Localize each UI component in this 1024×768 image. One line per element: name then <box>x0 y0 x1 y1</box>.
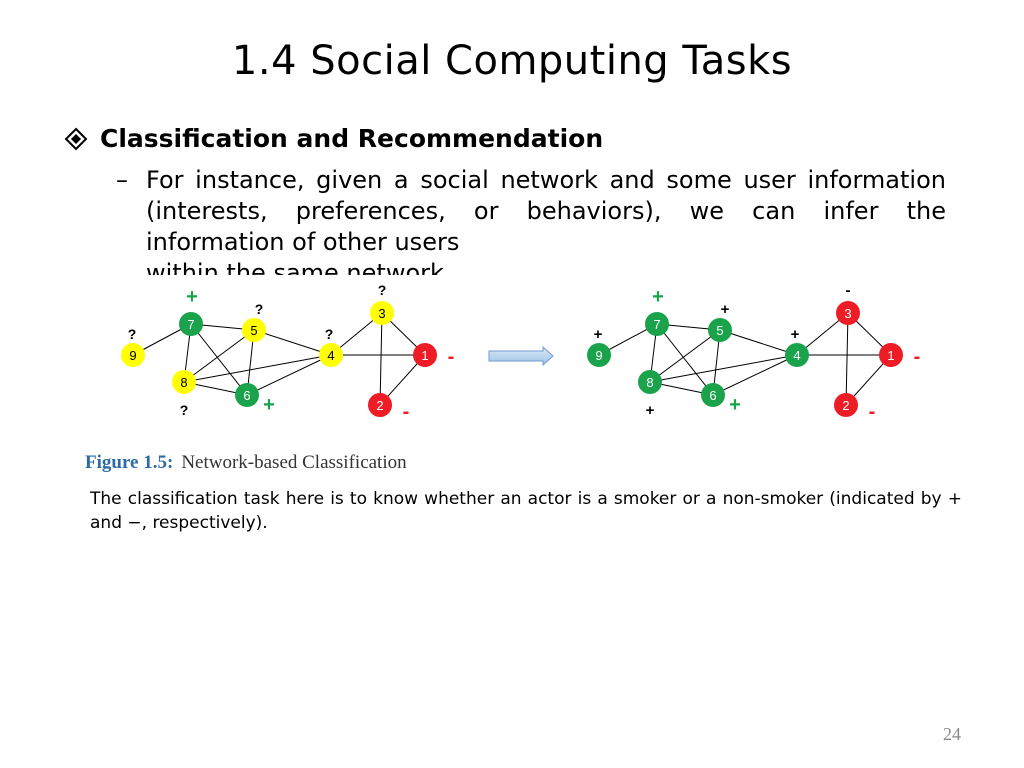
left-node-1 <box>413 343 437 367</box>
right-node-label-7: 7 <box>653 317 660 332</box>
left-edge-6-4 <box>246 354 332 396</box>
right-edge-3-2 <box>845 312 849 406</box>
right-node-mark-7: + <box>652 286 664 308</box>
left-node-label-5: 5 <box>250 323 257 338</box>
right-node-4 <box>785 343 809 367</box>
left-node-label-9: 9 <box>129 348 136 363</box>
left-node-label-2: 2 <box>376 398 383 413</box>
figure-caption-text: Network-based Classification <box>181 452 407 473</box>
sub-bullet-clipped-text: within the same network <box>146 259 444 275</box>
left-node-5 <box>242 318 266 342</box>
right-node-mark-6: + <box>729 394 741 416</box>
right-node-6 <box>701 383 725 407</box>
graph-before: 7 +5? 3? 9? 4? 1 - 8? 6 +2 - <box>121 282 454 423</box>
left-node-mark-7: + <box>186 286 198 308</box>
left-node-mark-4: ? <box>325 326 334 342</box>
right-edge-6-4 <box>712 354 798 396</box>
right-node-label-4: 4 <box>793 348 800 363</box>
bullet-heading: Classification and Recommendation <box>100 124 604 153</box>
right-node-7 <box>645 312 669 336</box>
right-edge-5-4 <box>719 329 798 356</box>
left-node-label-7: 7 <box>187 317 194 332</box>
left-node-mark-3: ? <box>378 282 387 298</box>
right-edge-8-4 <box>649 354 798 383</box>
right-node-label-2: 2 <box>842 398 849 413</box>
left-node-3 <box>370 301 394 325</box>
left-node-label-8: 8 <box>180 375 187 390</box>
left-node-2 <box>368 393 392 417</box>
transition-arrow-icon <box>488 345 554 367</box>
right-node-mark-3: - <box>846 282 851 299</box>
left-node-7 <box>179 312 203 336</box>
figure-label: Figure 1.5: <box>85 452 174 473</box>
left-edge-5-4 <box>253 329 332 356</box>
page-number: 24 <box>943 724 961 744</box>
right-node-label-8: 8 <box>646 375 653 390</box>
right-node-label-3: 3 <box>844 306 851 321</box>
sub-bullet: – For instance, given a social network a… <box>116 165 946 258</box>
right-node-mark-9: + <box>594 326 603 343</box>
left-node-mark-9: ? <box>128 326 137 342</box>
left-node-4 <box>319 343 343 367</box>
sub-bullet-clipped-line: within the same network <box>146 258 466 275</box>
left-node-mark-8: ? <box>180 402 189 418</box>
right-node-label-9: 9 <box>595 348 602 363</box>
left-node-mark-1: - <box>448 346 455 368</box>
left-node-label-4: 4 <box>327 348 334 363</box>
sub-bullet-dash: – <box>116 166 128 194</box>
diamond-bullet-icon <box>64 127 88 150</box>
right-node-2 <box>834 393 858 417</box>
left-edge-3-2 <box>379 312 383 406</box>
right-edge-7-6 <box>656 323 714 396</box>
right-node-mark-8: + <box>646 402 655 419</box>
figure-caption: Figure 1.5: Network-based Classification <box>85 452 407 474</box>
right-node-mark-4: + <box>791 326 800 343</box>
right-node-mark-2: - <box>869 401 876 423</box>
left-node-mark-6: + <box>263 394 275 416</box>
network-figure: 7 +5? 3? 9? 4? 1 - 8? 6 +2 - 7 +5 +3 - 9 +4 +1 - 8 +6 +2 - <box>121 282 920 423</box>
right-node-mark-5: + <box>721 301 730 318</box>
right-node-label-6: 6 <box>709 388 716 403</box>
left-node-mark-5: ? <box>255 301 264 317</box>
sub-bullet-text: For instance, given a social network and… <box>146 166 946 256</box>
right-edge-5-8 <box>649 329 721 383</box>
left-node-label-1: 1 <box>421 348 428 363</box>
left-edge-7-6 <box>190 323 248 396</box>
right-node-9 <box>587 343 611 367</box>
bullet-heading-row: Classification and Recommendation <box>64 124 603 153</box>
left-node-8 <box>172 370 196 394</box>
left-node-9 <box>121 343 145 367</box>
right-node-label-1: 1 <box>887 348 894 363</box>
left-edge-5-8 <box>183 329 255 383</box>
graph-after: 7 +5 +3 - 9 +4 +1 - 8 +6 +2 - <box>587 282 920 423</box>
right-node-8 <box>638 370 662 394</box>
figure-description: The classification task here is to know … <box>90 489 962 533</box>
right-node-mark-1: - <box>914 346 921 368</box>
left-node-6 <box>235 383 259 407</box>
right-node-5 <box>708 318 732 342</box>
left-node-label-3: 3 <box>378 306 385 321</box>
slide-title: 1.4 Social Computing Tasks <box>231 38 793 84</box>
right-node-1 <box>879 343 903 367</box>
right-node-label-5: 5 <box>716 323 723 338</box>
left-node-label-6: 6 <box>243 388 250 403</box>
left-edge-8-4 <box>183 354 332 383</box>
right-node-3 <box>836 301 860 325</box>
left-node-mark-2: - <box>403 401 410 423</box>
